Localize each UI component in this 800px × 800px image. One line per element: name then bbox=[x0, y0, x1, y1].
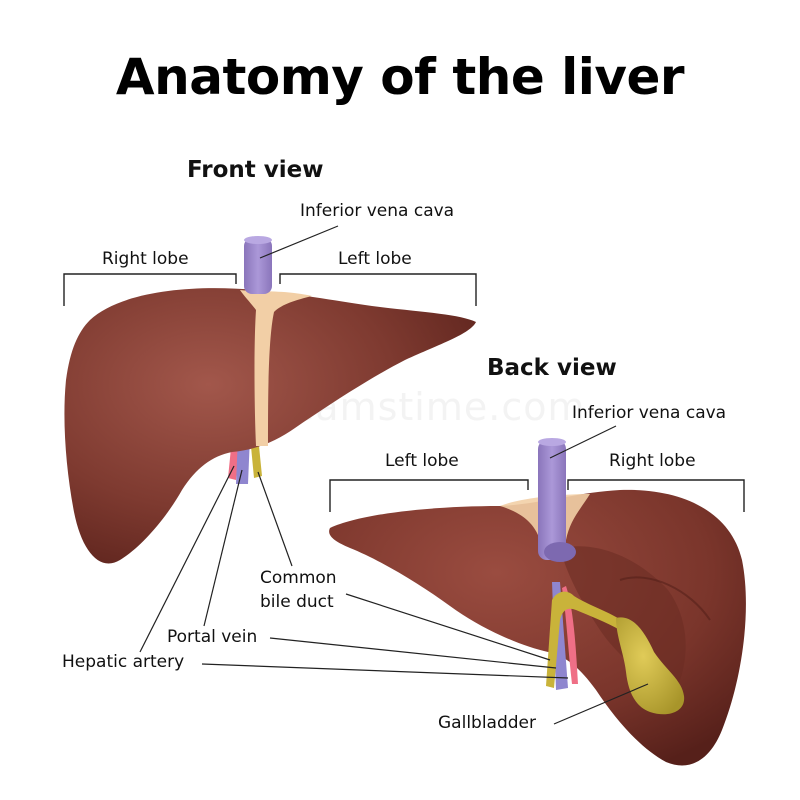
back-right-lobe-bracket bbox=[567, 479, 745, 512]
back-hepatic-artery bbox=[562, 586, 578, 684]
back-inferior-vena-cava bbox=[538, 440, 566, 560]
common-bile-duct-label-line2: bile duct bbox=[260, 592, 334, 612]
common-bile-duct-label-line1: Common bbox=[260, 568, 337, 588]
front-view-heading: Front view bbox=[187, 157, 324, 183]
back-right-lobe-label: Right lobe bbox=[609, 451, 696, 471]
gallbladder-label: Gallbladder bbox=[438, 713, 536, 733]
front-ivc-label: Inferior vena cava bbox=[300, 201, 455, 221]
back-common-bile-duct bbox=[546, 591, 624, 688]
front-liver-body bbox=[64, 288, 476, 564]
front-left-lobe-label: Left lobe bbox=[338, 249, 412, 269]
front-right-lobe-bracket bbox=[63, 273, 237, 306]
back-ivc-label: Inferior vena cava bbox=[572, 403, 727, 423]
portal-vein-label: Portal vein bbox=[167, 627, 258, 647]
back-liver bbox=[329, 438, 746, 766]
front-inferior-vena-cava bbox=[244, 238, 272, 294]
back-view-heading: Back view bbox=[487, 355, 617, 381]
back-left-lobe-bracket bbox=[329, 479, 529, 512]
front-right-lobe-label: Right lobe bbox=[102, 249, 189, 269]
front-falciform-ligament bbox=[240, 290, 312, 446]
front-liver bbox=[64, 236, 476, 564]
front-left-lobe-bracket bbox=[279, 273, 477, 306]
back-left-lobe-label: Left lobe bbox=[385, 451, 459, 471]
hepatic-artery-label: Hepatic artery bbox=[62, 652, 185, 672]
back-ivc-opening bbox=[544, 542, 576, 562]
page-title: Anatomy of the liver bbox=[115, 48, 685, 106]
